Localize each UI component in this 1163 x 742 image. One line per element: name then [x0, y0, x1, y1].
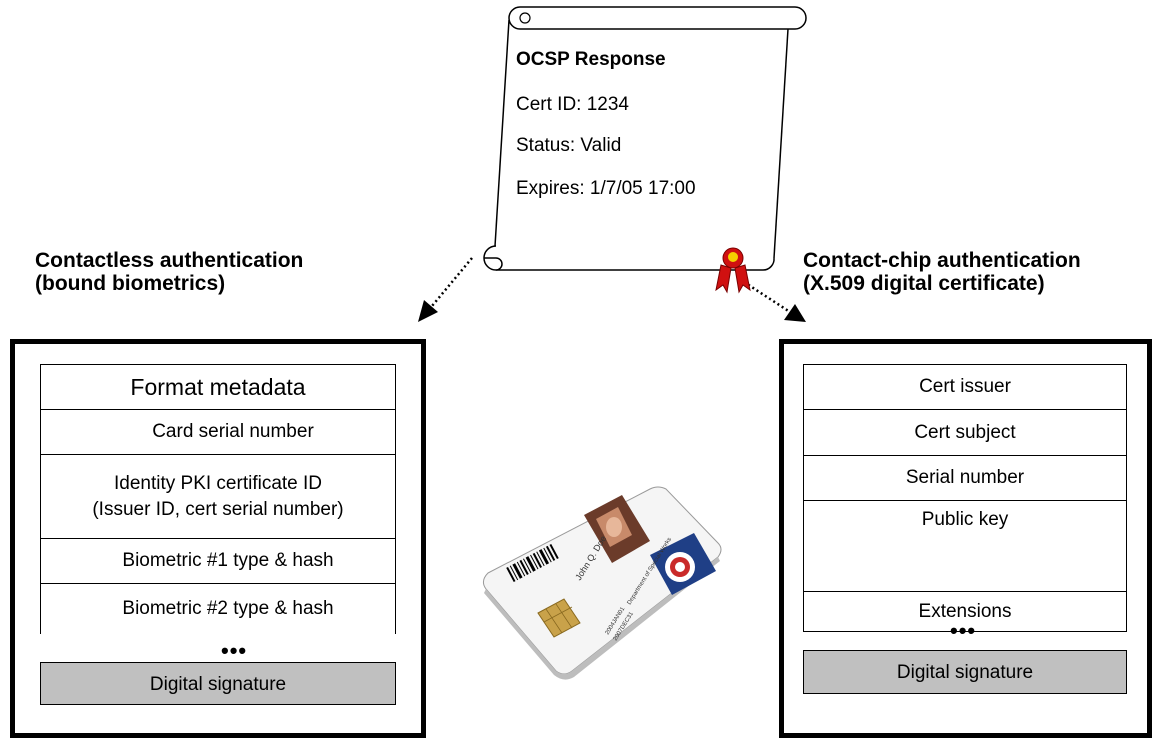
ocsp-cert-id: Cert ID: 1234 [516, 94, 629, 115]
public-key-label: Public key [921, 509, 1009, 530]
format-metadata-label: Format metadata [130, 373, 306, 400]
biometric2-row: Biometric #2 type & hash [41, 584, 395, 634]
contactless-data-frame: Format metadata Card serial number Ident… [10, 339, 426, 738]
department-seal-icon [650, 533, 716, 595]
biometric2-label: Biometric #2 type & hash [122, 598, 334, 619]
pki-cert-id-row: Identity PKI certificate ID (Issuer ID, … [41, 455, 395, 539]
ocsp-title: OCSP Response [516, 49, 666, 70]
cert-issuer-label: Cert issuer [919, 376, 1011, 397]
public-key-row: Public key [804, 501, 1126, 592]
certificate-frame: Cert issuer Cert subject Serial number P… [779, 339, 1152, 738]
extensions-row: Extensions [804, 592, 1126, 632]
pki-cert-id-label: Identity PKI certificate ID [113, 472, 323, 494]
ocsp-status: Status: Valid [516, 135, 622, 156]
card-serial-row: Card serial number [41, 410, 395, 455]
card-serial-label: Card serial number [152, 421, 314, 442]
biometric1-label: Biometric #1 type & hash [122, 550, 334, 571]
format-metadata-row: Format metadata [41, 365, 395, 410]
serial-number-row: Serial number [804, 456, 1126, 501]
left-heading: Contactless authentication (bound biomet… [35, 249, 303, 295]
left-digital-signature: Digital signature [40, 662, 396, 705]
cert-subject-row: Cert subject [804, 410, 1126, 456]
extensions-label: Extensions [918, 600, 1012, 622]
right-heading-line2: (X.509 digital certificate) [803, 272, 1045, 295]
cert-issuer-row: Cert issuer [804, 365, 1126, 410]
right-heading-line1: Contact-chip authentication [803, 249, 1081, 272]
left-heading-line2: (bound biometrics) [35, 272, 226, 295]
right-ellipsis: ••• [950, 618, 977, 643]
id-card-image: John Q. Doe Department of Special Works … [482, 486, 722, 680]
certificate-field-list: Cert issuer Cert subject Serial number P… [803, 364, 1127, 632]
cert-subject-label: Cert subject [914, 421, 1016, 443]
seal-icon [715, 247, 751, 294]
right-digital-signature: Digital signature [803, 650, 1127, 694]
left-ellipsis: ••• [221, 638, 248, 663]
right-heading: Contact-chip authentication (X.509 digit… [803, 249, 1081, 295]
contactless-field-list: Format metadata Card serial number Ident… [40, 364, 396, 634]
serial-number-label: Serial number [905, 467, 1025, 488]
barcode-icon [506, 543, 559, 583]
pki-cert-id-detail: (Issuer ID, cert serial number) [92, 498, 344, 520]
smart-chip-icon [537, 598, 581, 638]
biometric1-row: Biometric #1 type & hash [41, 539, 395, 584]
ocsp-expires: Expires: 1/7/05 17:00 [516, 178, 696, 199]
cardholder-photo [584, 495, 650, 563]
left-heading-line1: Contactless authentication [35, 249, 304, 272]
